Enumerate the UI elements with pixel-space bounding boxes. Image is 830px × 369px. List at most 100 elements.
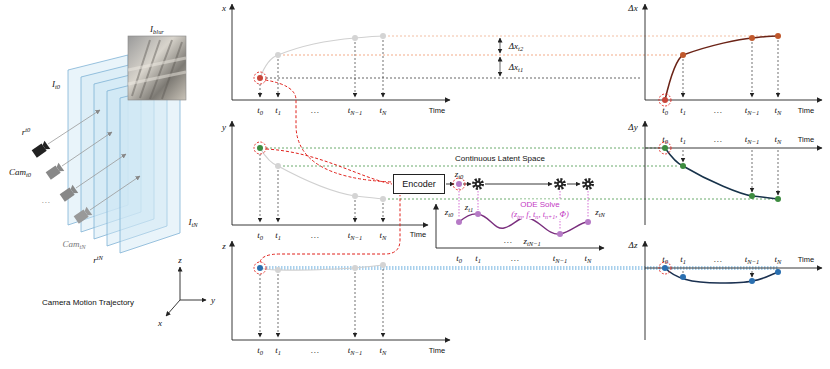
latent-space [453, 178, 465, 190]
z-plot [278, 274, 279, 337]
latent-space [456, 181, 462, 187]
cameras [45, 163, 64, 180]
camera-label: CamtN [62, 239, 85, 249]
delta-y-plot [683, 150, 778, 195]
delta-y-plot [752, 150, 753, 192]
delta-z-plot [645, 268, 822, 269]
camera-rays [48, 110, 140, 210]
tick-label: t1 [475, 253, 481, 263]
y-plot [380, 196, 386, 202]
xyz-axes [166, 300, 180, 316]
latent-space [456, 219, 462, 225]
delta-z-plot [683, 268, 778, 277]
delta-x-plot [662, 97, 668, 103]
y-plot [257, 145, 263, 151]
cameras [83, 207, 92, 217]
z-plot [232, 241, 778, 340]
delta-x-plot [683, 59, 684, 97]
y-plot [352, 193, 358, 199]
tick-label: t0 [456, 253, 462, 263]
z-plot [232, 340, 450, 341]
z-plot [260, 274, 261, 337]
tick-label: t1 [680, 134, 686, 144]
latent-label: zt0 [455, 169, 464, 179]
latent-space [436, 248, 604, 249]
latent-space [567, 184, 580, 185]
delta-z-plot [662, 265, 668, 271]
tick-label: t1 [275, 345, 281, 355]
axis-label: y [211, 295, 215, 305]
latent-space [459, 188, 460, 218]
tick-label: tN [775, 105, 782, 115]
sample-links [260, 80, 400, 262]
axis-label: Time [429, 106, 445, 115]
blurred-image [128, 58, 186, 84]
blurred-image [128, 36, 186, 100]
cameras [31, 141, 92, 224]
tick-label: tN [585, 253, 592, 263]
delta-z-plot [665, 268, 778, 283]
tick-label: … [311, 230, 319, 240]
latent-space [436, 178, 604, 248]
cameras [55, 163, 64, 173]
delta-z-plot [749, 278, 755, 284]
gear-icon [477, 183, 480, 186]
x-plot [260, 40, 383, 97]
delta-x-plot [752, 42, 753, 97]
cameras [73, 207, 92, 224]
camera-rays [76, 154, 126, 188]
x-plot [283, 55, 678, 56]
tick-label: tN−1 [745, 134, 759, 144]
delta-y-plot [683, 150, 684, 162]
y-plot [383, 203, 384, 222]
delta-x-plot [683, 40, 778, 97]
x-plot [232, 4, 233, 100]
y-plot [355, 200, 356, 222]
image-label: ItN [188, 217, 197, 227]
axis-label: Time [798, 135, 814, 144]
y-plot [283, 166, 678, 167]
xyz-axes [180, 267, 181, 300]
gear-icon [474, 180, 483, 189]
tick-label: tN−1 [745, 105, 759, 115]
ellipsis: … [42, 195, 50, 205]
tick-label: … [311, 105, 319, 115]
cameras [41, 141, 50, 151]
tick-label: t0 [257, 230, 263, 240]
z-plot [380, 262, 386, 268]
cameras [59, 185, 78, 202]
delta-z-plot [752, 271, 753, 277]
x-plot [355, 42, 356, 97]
image-label: Iblur [150, 24, 164, 34]
delta-x-plot [659, 94, 671, 106]
delta-z-plot [680, 274, 686, 280]
tick-label: t1 [680, 254, 686, 264]
y-plot [260, 148, 383, 199]
delta-x-plot [645, 4, 822, 106]
axis-label: y [222, 122, 226, 132]
axis-label: Δx [628, 3, 637, 13]
gear-icon [587, 183, 590, 186]
z-plot [232, 241, 233, 340]
tick-label: t1 [275, 230, 281, 240]
latent-space [475, 211, 481, 217]
delta-x-plot [775, 33, 781, 39]
encoder-box: Encoder [393, 174, 445, 194]
cameras [31, 141, 50, 158]
ray-label: rt0 [22, 127, 31, 137]
delta-y-plot [645, 121, 822, 225]
image-label: It0 [52, 79, 60, 89]
tick-label: t0 [662, 134, 668, 144]
section-title: Continuous Latent Space [455, 154, 545, 163]
latent-space [436, 204, 437, 248]
y-plot [232, 225, 428, 226]
x-plot [500, 57, 501, 76]
tick-label: tN [380, 105, 387, 115]
delta-y-plot [778, 150, 779, 195]
axis-label: z [178, 255, 182, 265]
tick-label: tN [380, 345, 387, 355]
sample-links [265, 80, 392, 182]
tick-label: … [714, 134, 722, 144]
delta-y-plot [665, 148, 778, 199]
y-plot [388, 199, 773, 200]
